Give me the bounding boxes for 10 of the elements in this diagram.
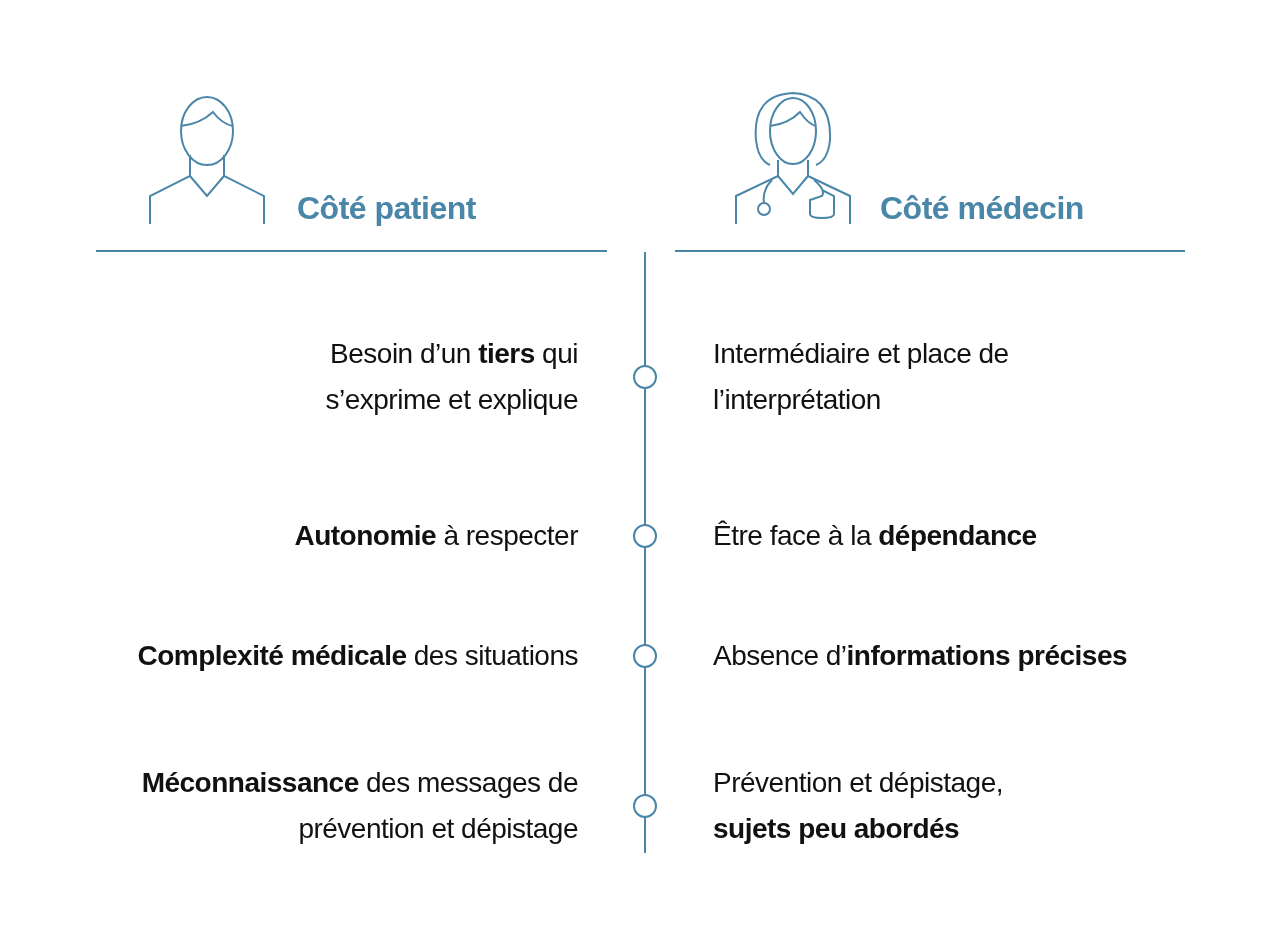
- patient-point-text: Autonomie à respecter: [293, 519, 578, 553]
- column-heading: Côté médecin: [880, 190, 1084, 227]
- column-heading: Côté patient: [297, 190, 476, 227]
- patient-point-text: Besoin d’un tiers qui s’exprime et explique: [324, 337, 578, 417]
- doctor-point-text: Prévention et dépistage, sujets peu abordés: [713, 766, 1004, 846]
- doctor-point-text: Intermédiaire et place de l’interprétation: [713, 337, 1010, 417]
- doctor-point-text: Être face à la dépendance: [713, 519, 1038, 553]
- patient-point-text: Complexité médicale des situations: [136, 639, 578, 673]
- patient-point-text: Méconnaissance des messages de prévention et dépistage: [140, 766, 578, 846]
- doctor-point-text: Absence d’informations précises: [713, 639, 1129, 673]
